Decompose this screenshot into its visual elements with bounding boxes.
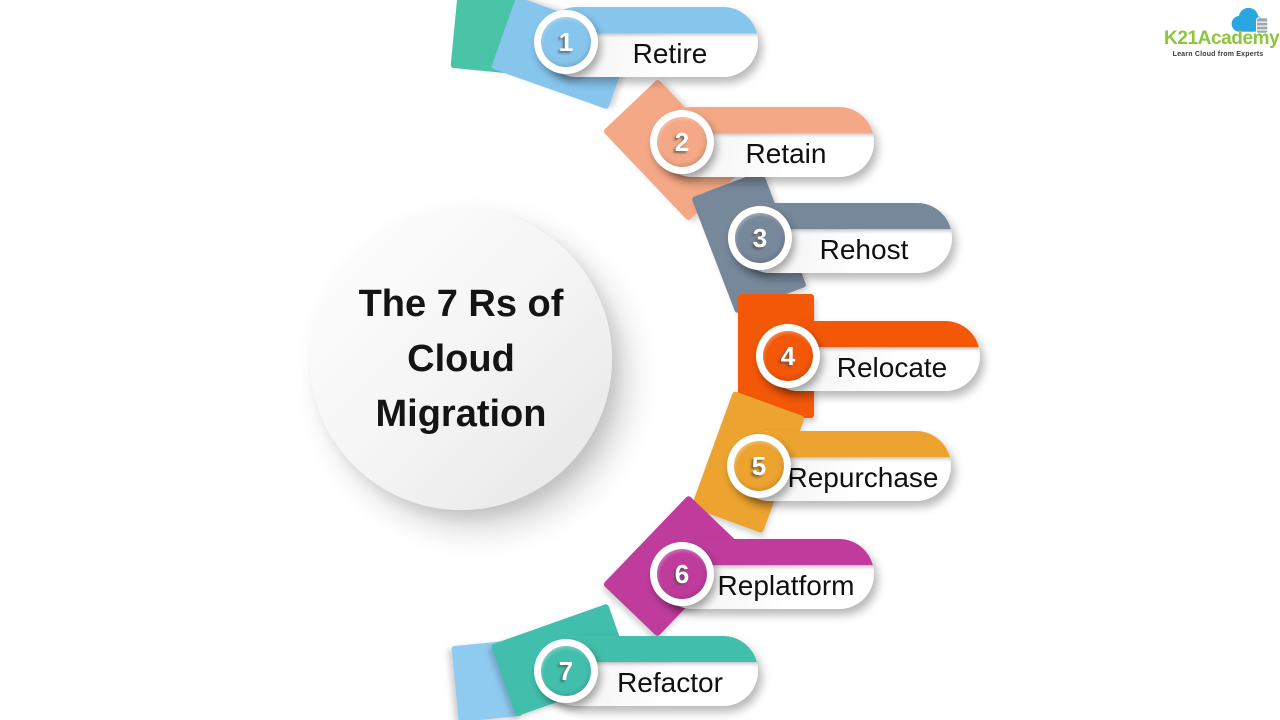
cloud-database-icon [1231,7,1269,34]
item-number-badge: 2 [650,110,714,174]
badge-circle: 6 [657,549,707,599]
badge-circle: 1 [541,17,591,67]
item-label: Rehost [819,234,909,265]
badge-circle: 3 [735,213,785,263]
item-number: 2 [674,126,690,157]
item-number: 1 [558,26,574,57]
diagram-title-line: The 7 Rs of [358,282,564,325]
item-number: 4 [780,340,796,371]
badge-circle: 5 [734,441,784,491]
item-number-badge: 4 [756,324,820,388]
item-number: 6 [674,558,690,589]
logo-text: K21Academy [1164,28,1280,49]
logo-tagline: Learn Cloud from Experts [1172,51,1264,58]
item-label: Retain [745,138,827,169]
item-label: Refactor [617,667,723,698]
badge-circle: 4 [763,331,813,381]
item-number-badge: 5 [727,434,791,498]
k21academy-logo: K21Academy Learn Cloud from Experts [1164,6,1280,60]
item-number: 5 [751,450,767,481]
item-label: Repurchase [787,462,939,493]
center-circle: The 7 Rs of Cloud Migration [310,208,612,510]
diagram-title-line: Cloud [407,337,515,380]
item-label: Replatform [717,570,855,601]
item-label: Relocate [836,352,948,383]
item-number: 3 [752,222,768,253]
item-number-badge: 7 [534,639,598,703]
diagram-title-line: Migration [375,392,547,435]
item-number-badge: 3 [728,206,792,270]
badge-circle: 7 [541,646,591,696]
item-pill: Retire [542,7,758,77]
item-number: 7 [558,655,574,686]
item-number-badge: 6 [650,542,714,606]
badge-circle: 2 [657,117,707,167]
item-label: Retire [632,38,708,69]
item-number-badge: 1 [534,10,598,74]
